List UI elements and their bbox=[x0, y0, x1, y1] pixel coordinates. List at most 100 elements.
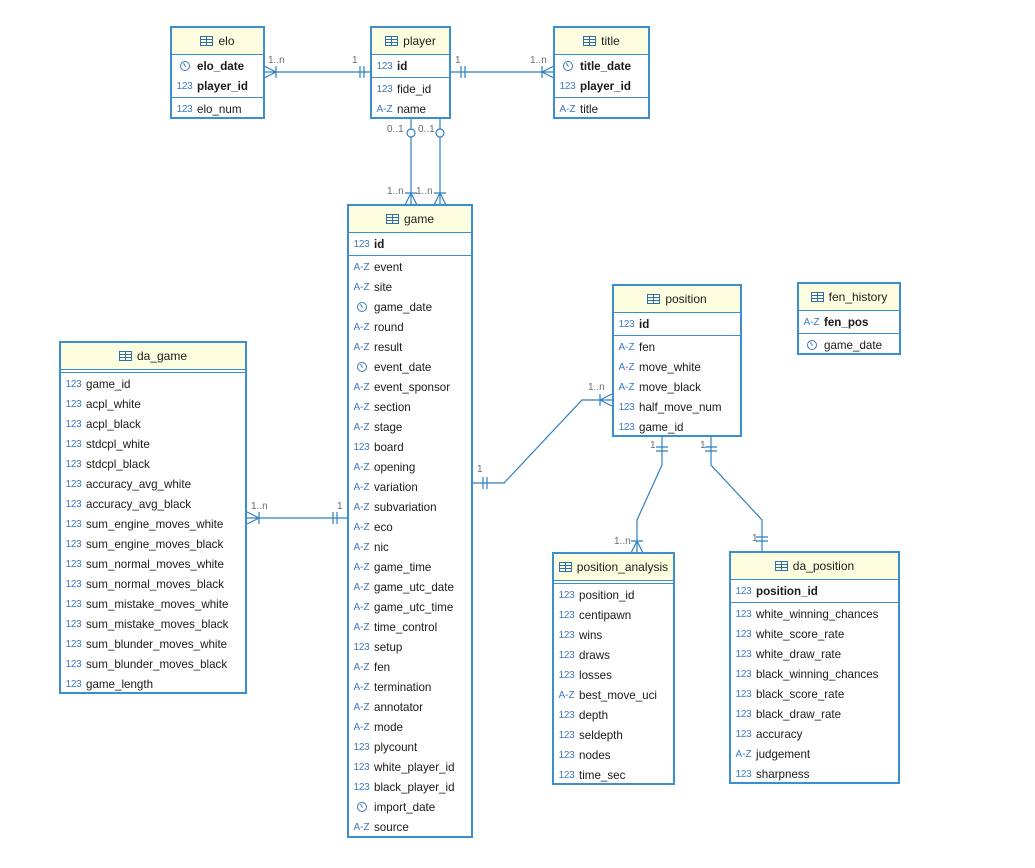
entity-header[interactable]: title bbox=[555, 28, 648, 55]
entity-header[interactable]: game bbox=[349, 206, 471, 233]
entity-header[interactable]: position bbox=[614, 286, 740, 313]
entity-header[interactable]: elo bbox=[172, 28, 263, 55]
entity-header[interactable]: da_position bbox=[731, 553, 898, 580]
column-row[interactable]: game_date bbox=[799, 335, 899, 355]
entity-header[interactable]: position_analysis bbox=[554, 554, 673, 581]
entity-header[interactable]: player bbox=[372, 28, 449, 55]
column-row[interactable]: event_date bbox=[349, 357, 471, 377]
column-row[interactable]: title_date bbox=[555, 56, 648, 76]
column-row[interactable]: game_date bbox=[349, 297, 471, 317]
column-row[interactable]: elo_date bbox=[172, 56, 263, 76]
entity-header[interactable]: da_game bbox=[61, 343, 245, 370]
entity-header[interactable]: fen_history bbox=[799, 284, 899, 311]
